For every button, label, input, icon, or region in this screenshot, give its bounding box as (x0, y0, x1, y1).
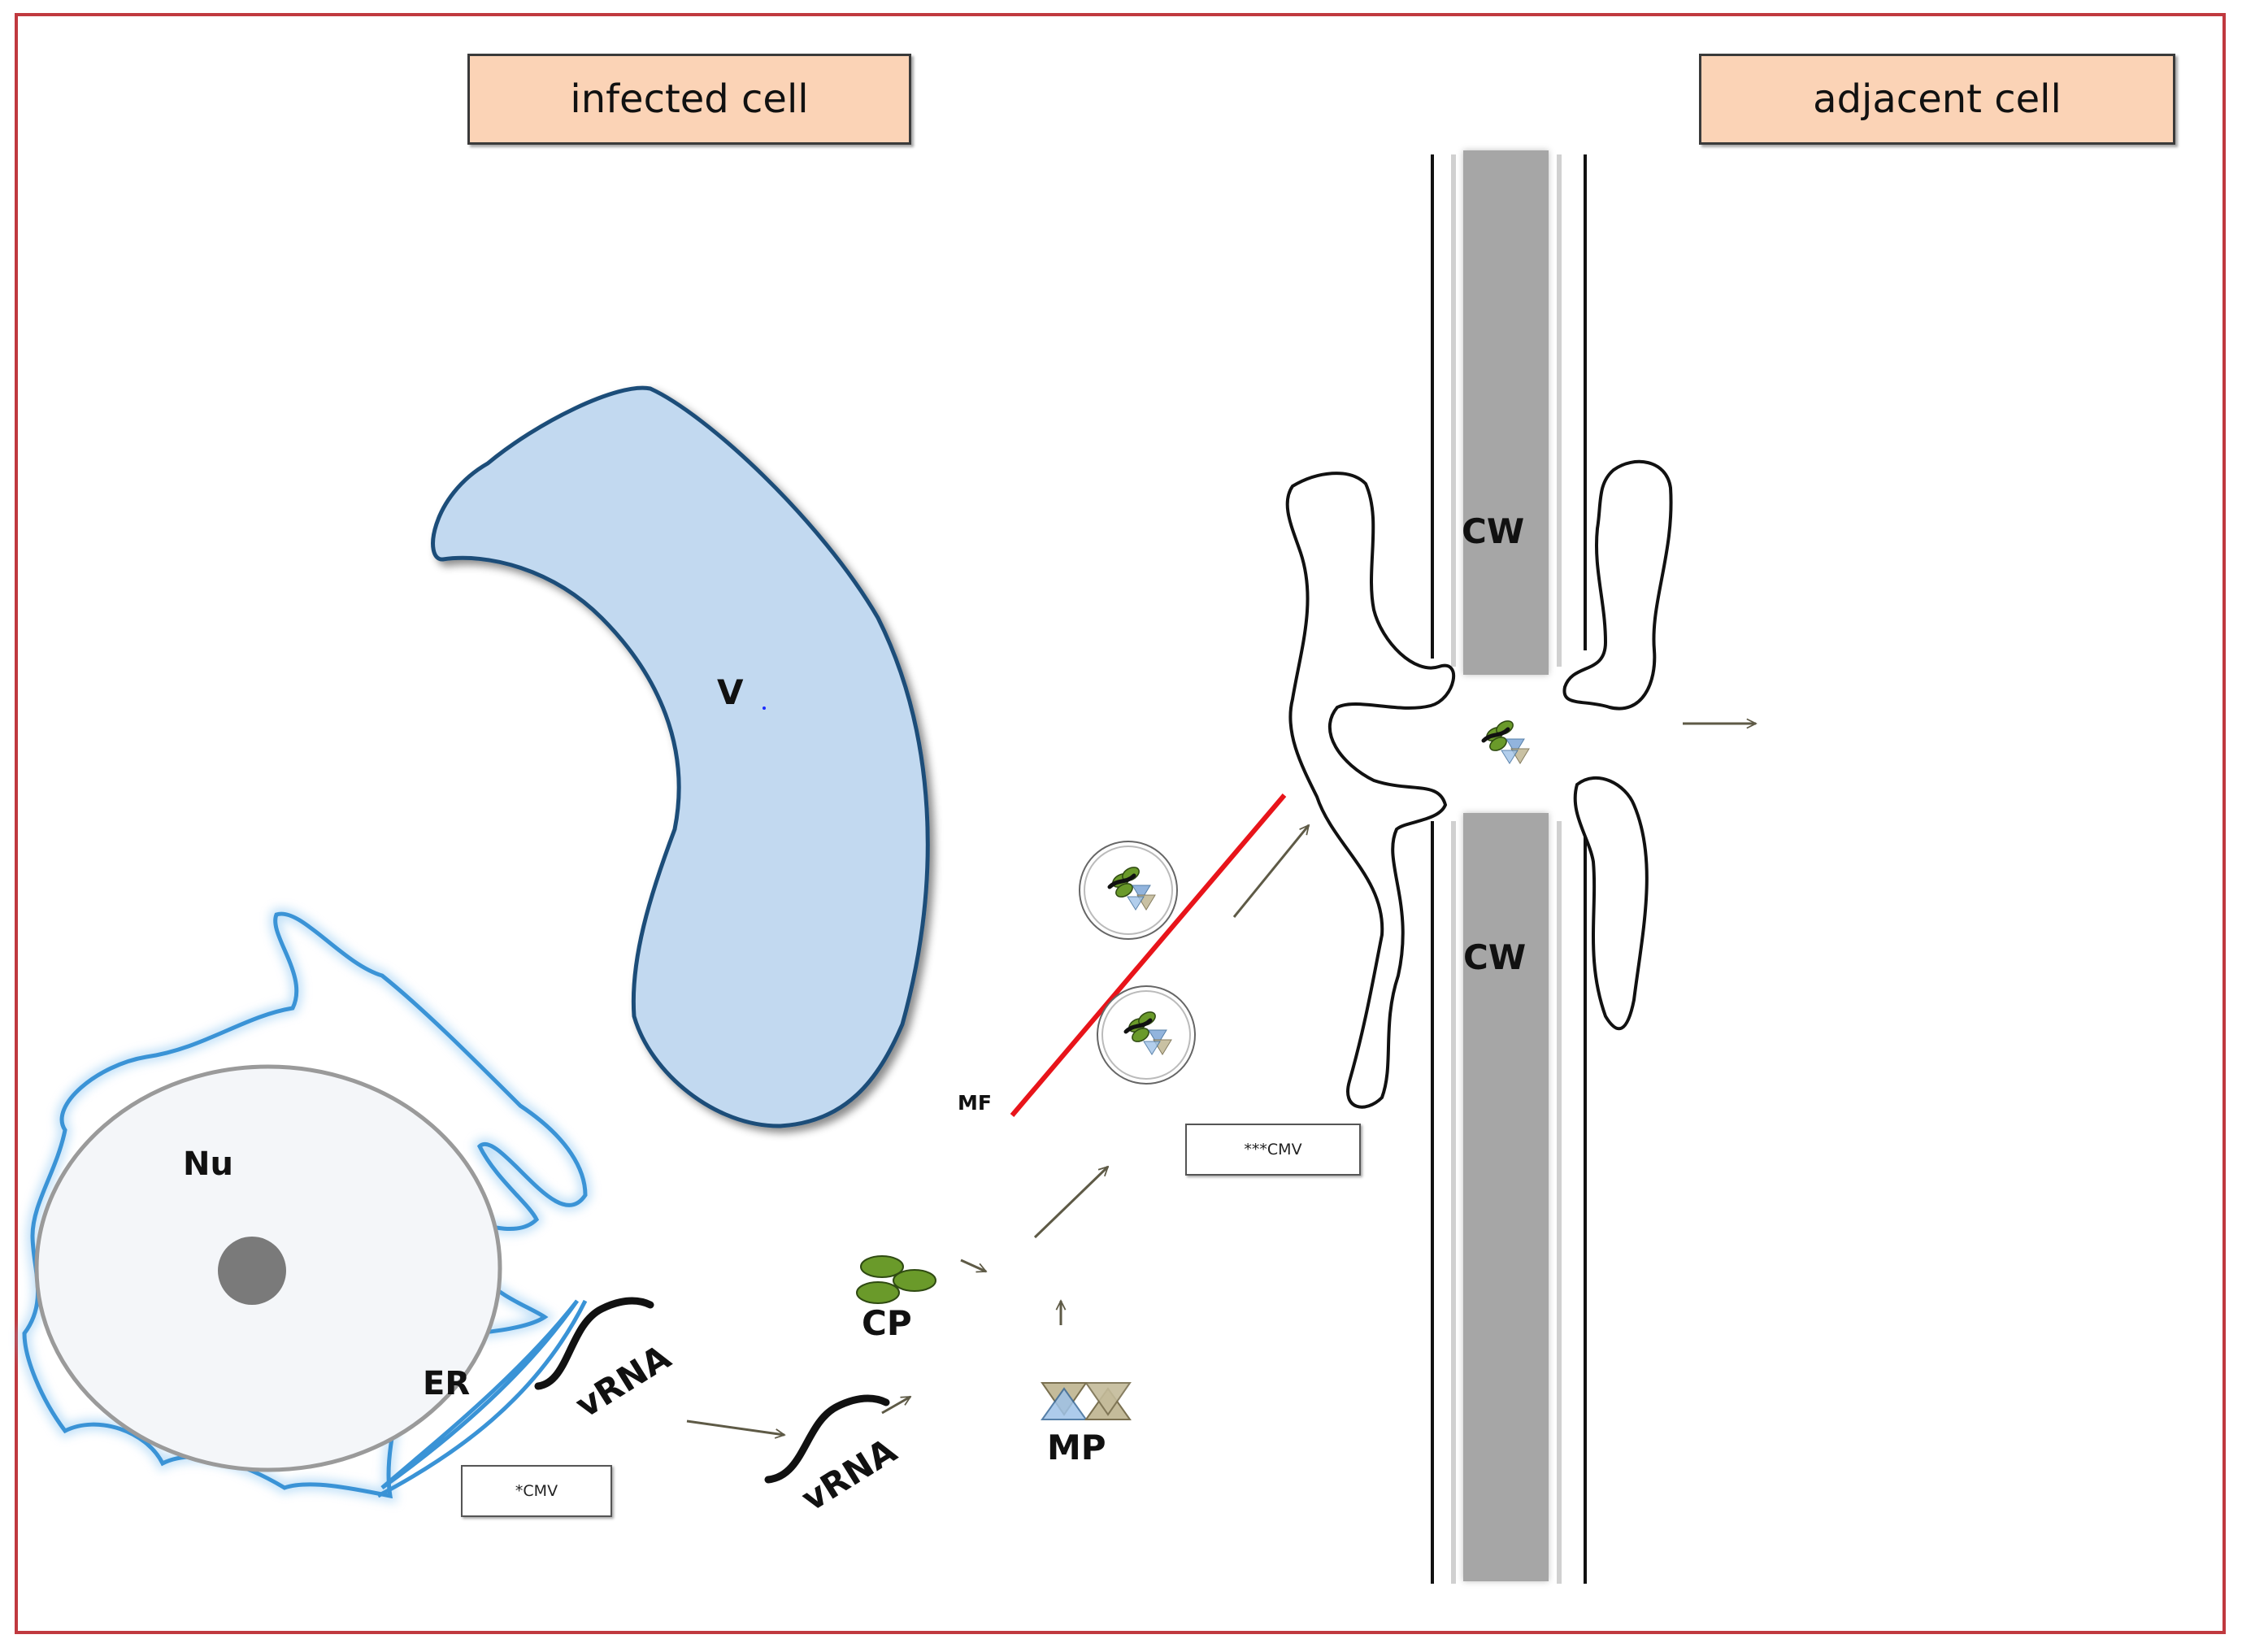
cmv-note-1: *CMV (461, 1465, 612, 1517)
arrow-er-to-vrna (686, 1419, 784, 1435)
arrow-to-mf (1033, 1167, 1108, 1239)
arrow-cp (960, 1259, 986, 1272)
vrna-strand-1 (534, 1297, 654, 1390)
vrna-label-1: vRNA (568, 1337, 677, 1425)
movement-arrows (686, 724, 1756, 1435)
cw-label-bottom: CW (1463, 937, 1526, 977)
virion-in-plasmodesma (1484, 718, 1529, 763)
infected-cell-header: infected cell (467, 54, 911, 145)
vacuole-dot (763, 706, 766, 710)
nucleus-label: Nu (183, 1146, 233, 1183)
er-label: ER (423, 1365, 470, 1402)
vacuole (431, 385, 930, 1128)
cp-label: CP (862, 1303, 912, 1343)
virion-vesicle-2 (1097, 985, 1196, 1085)
coat-protein-icon (856, 1255, 936, 1304)
microfilament (1010, 793, 1287, 1117)
cw-label-top: CW (1462, 511, 1524, 551)
virion-vesicle-1 (1079, 841, 1178, 940)
mp-label: MP (1047, 1428, 1106, 1467)
nucleolus (218, 1237, 286, 1305)
plasmodesma (1285, 459, 1673, 1109)
vrna-strand-2 (764, 1394, 890, 1484)
adjacent-cell-header: adjacent cell (1699, 54, 2175, 145)
cell-wall-top (1463, 150, 1549, 675)
mf-label: MF (958, 1091, 992, 1115)
diagram-frame (15, 13, 2226, 1634)
vacuole-label: V (717, 672, 744, 712)
cell-wall (1431, 150, 1587, 1584)
arrow-vrna-up (881, 1395, 910, 1415)
arrow-to-pd (1232, 825, 1309, 918)
cmv-note-3: ***CMV (1185, 1124, 1361, 1176)
cell-wall-bottom (1463, 813, 1549, 1581)
movement-protein-icon (1041, 1382, 1132, 1420)
vrna-label-2: vRNA (794, 1430, 903, 1519)
